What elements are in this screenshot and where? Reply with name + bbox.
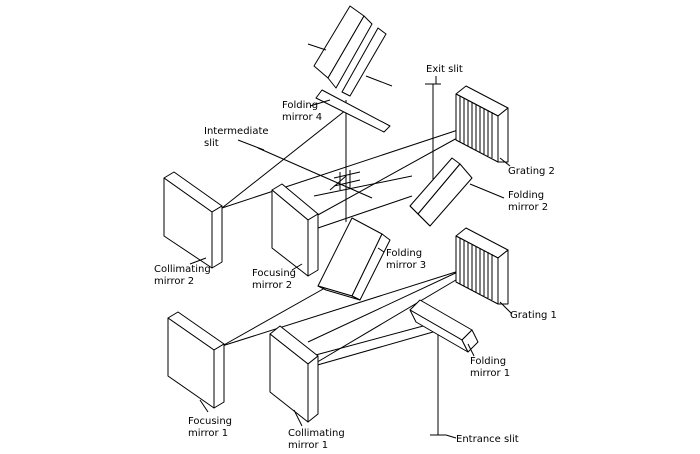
grating-1-rulings bbox=[459, 238, 493, 300]
folding-mirror-3 bbox=[317, 217, 391, 301]
label-folding-mirror-1: Folding mirror 1 bbox=[470, 356, 510, 379]
label-grating-1: Grating 1 bbox=[510, 310, 557, 321]
label-entrance-slit: Entrance slit bbox=[456, 434, 519, 445]
labels: Folding mirror 4 Intermediate slit Exit … bbox=[154, 64, 557, 451]
focusing-mirror-2 bbox=[271, 183, 319, 277]
beam-paths bbox=[221, 84, 469, 435]
label-collimating-mirror-2: Collimating mirror 2 bbox=[154, 264, 214, 287]
grating-2-rulings bbox=[459, 96, 493, 158]
label-intermediate-slit: Intermediate slit bbox=[204, 126, 272, 149]
folding-mirror-1 bbox=[409, 299, 479, 353]
collimating-mirror-1 bbox=[269, 325, 319, 423]
focusing-mirror-1 bbox=[167, 311, 225, 409]
label-folding-mirror-2: Folding mirror 2 bbox=[508, 190, 548, 213]
collimating-mirror-2 bbox=[163, 171, 223, 269]
folding-mirror-2 bbox=[409, 157, 473, 227]
grating-1 bbox=[455, 227, 509, 305]
folding-mirror-4 bbox=[315, 89, 391, 133]
intermediate-slit bbox=[333, 170, 361, 190]
label-exit-slit: Exit slit bbox=[426, 64, 463, 75]
label-focusing-mirror-2: Focusing mirror 2 bbox=[252, 268, 299, 291]
label-folding-mirror-3: Folding mirror 3 bbox=[386, 248, 426, 271]
grating-2 bbox=[455, 85, 509, 163]
label-collimating-mirror-1: Collimating mirror 1 bbox=[288, 428, 348, 451]
label-grating-2: Grating 2 bbox=[508, 166, 555, 177]
top-detector bbox=[307, 5, 393, 97]
label-folding-mirror-4: Folding mirror 4 bbox=[282, 100, 322, 123]
label-focusing-mirror-1: Focusing mirror 1 bbox=[188, 416, 235, 439]
leader-lines bbox=[189, 76, 513, 439]
